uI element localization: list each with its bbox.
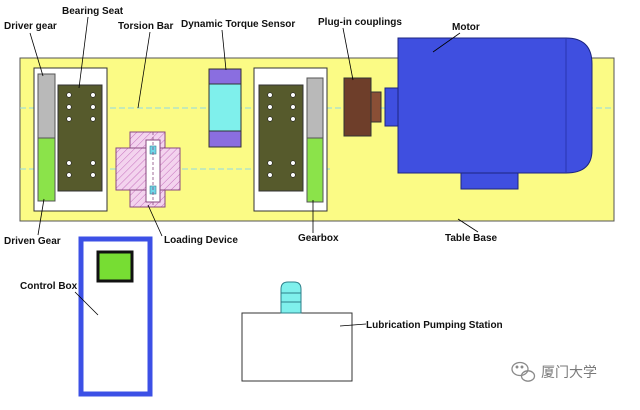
gearbox-bearing-seat bbox=[258, 84, 304, 192]
label-loading-device: Loading Device bbox=[164, 235, 238, 246]
label-table-base: Table Base bbox=[445, 233, 497, 244]
gearbox-bolts bbox=[267, 92, 296, 178]
motor bbox=[384, 37, 593, 190]
control-box-screen bbox=[96, 250, 134, 283]
label-bearing-seat: Bearing Seat bbox=[62, 6, 124, 17]
label-lubrication-station: Lubrication Pumping Station bbox=[366, 320, 503, 331]
label-plugin-couplings: Plug-in couplings bbox=[318, 17, 402, 28]
label-motor: Motor bbox=[452, 22, 480, 33]
label-control-box: Control Box bbox=[20, 281, 78, 292]
plugin-couplings bbox=[343, 77, 382, 137]
wechat-icon bbox=[511, 361, 536, 382]
gearbox-gear-upper bbox=[306, 77, 324, 139]
label-driver-gear: Driver gear bbox=[4, 21, 57, 32]
driven-gear bbox=[37, 137, 56, 202]
label-dynamic-torque-sensor: Dynamic Torque Sensor bbox=[181, 19, 295, 30]
watermark-text: 厦门大学 bbox=[541, 365, 597, 381]
label-gearbox: Gearbox bbox=[298, 233, 339, 244]
bearing-seat-bolts bbox=[66, 92, 96, 178]
dynamic-torque-sensor bbox=[208, 68, 242, 148]
control-box bbox=[78, 236, 153, 397]
label-torsion-bar: Torsion Bar bbox=[118, 21, 173, 32]
driver-gear bbox=[37, 73, 56, 139]
gearbox-gear-lower bbox=[306, 137, 324, 203]
lubrication-pumping-station bbox=[241, 281, 353, 382]
leader-lines bbox=[29, 16, 479, 327]
label-driven-gear: Driven Gear bbox=[4, 236, 61, 247]
loading-device bbox=[115, 131, 181, 208]
